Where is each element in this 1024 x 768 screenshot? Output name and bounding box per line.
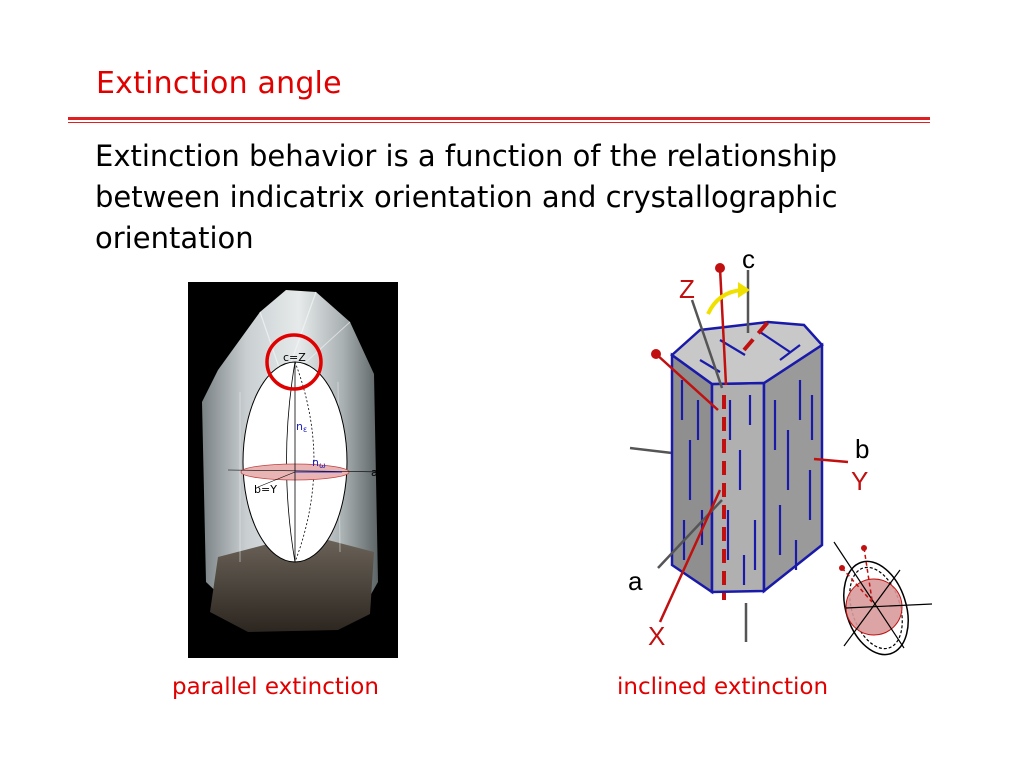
- inset-optic-y: [841, 567, 873, 603]
- label-a-axis: a: [628, 566, 643, 596]
- c-axis-highlight-circle: [265, 333, 323, 391]
- y-optic-direction: [655, 353, 719, 411]
- gray-optic-line: [690, 299, 724, 389]
- z-optic-direction: [718, 267, 728, 386]
- inset-axis: [833, 541, 905, 649]
- caption-parallel-extinction: parallel extinction: [172, 674, 379, 700]
- rotation-arrow-head: [738, 282, 750, 298]
- y-optic-endpoint: [651, 349, 661, 359]
- cleavage-traces: [680, 331, 814, 585]
- quartz-crystal-figure: c=Z nε nω b=Y a=: [188, 282, 398, 658]
- inclined-indicatrix-inset: [833, 541, 933, 656]
- label-c-axis: c: [742, 244, 755, 274]
- c-axis-dashed-top: [742, 320, 770, 352]
- quartz-crystal-base: [210, 540, 374, 632]
- label-n-epsilon: nε: [296, 420, 307, 434]
- title-rule-thin: [68, 122, 930, 123]
- inset-axis: [845, 603, 933, 609]
- caption-inclined-extinction: inclined extinction: [617, 674, 829, 700]
- prism-face-left: [670, 352, 714, 595]
- a-axis-line: [227, 469, 385, 473]
- label-x-optic: X: [648, 621, 665, 651]
- b-axis-line: [813, 457, 849, 464]
- label-n-omega: nω: [312, 456, 326, 470]
- prism-face-front: [710, 381, 766, 594]
- indicatrix-meridian: [286, 361, 296, 563]
- slide-title: Extinction angle: [96, 66, 342, 101]
- body-text: Extinction behavior is a function of the…: [95, 139, 838, 255]
- inset-optic-z-end: [861, 545, 867, 551]
- x-optic-direction: [658, 489, 722, 623]
- inset-ellipsoid-section-outline: [845, 578, 903, 636]
- prism-face-right: [762, 342, 824, 594]
- inset-optic-z: [863, 547, 873, 601]
- inset-optic-y-end: [839, 565, 845, 571]
- label-b-axis: b: [855, 434, 869, 464]
- label-a-axis: a=: [371, 466, 387, 479]
- label-c-equals-z: c=Z: [283, 351, 306, 364]
- axis-stub-left: [629, 446, 673, 455]
- label-z-optic: Z: [679, 274, 695, 304]
- inset-axis: [843, 569, 901, 647]
- rotation-arrow: [706, 288, 743, 315]
- b-axis-line: [257, 471, 296, 488]
- label-y-optic: Y: [851, 466, 868, 496]
- z-optic-endpoint: [715, 263, 725, 273]
- label-b-equals-y: b=Y: [254, 483, 277, 496]
- title-rule-thick: [68, 117, 930, 120]
- prism-crystal-figure: c Z b Y a X: [628, 244, 933, 656]
